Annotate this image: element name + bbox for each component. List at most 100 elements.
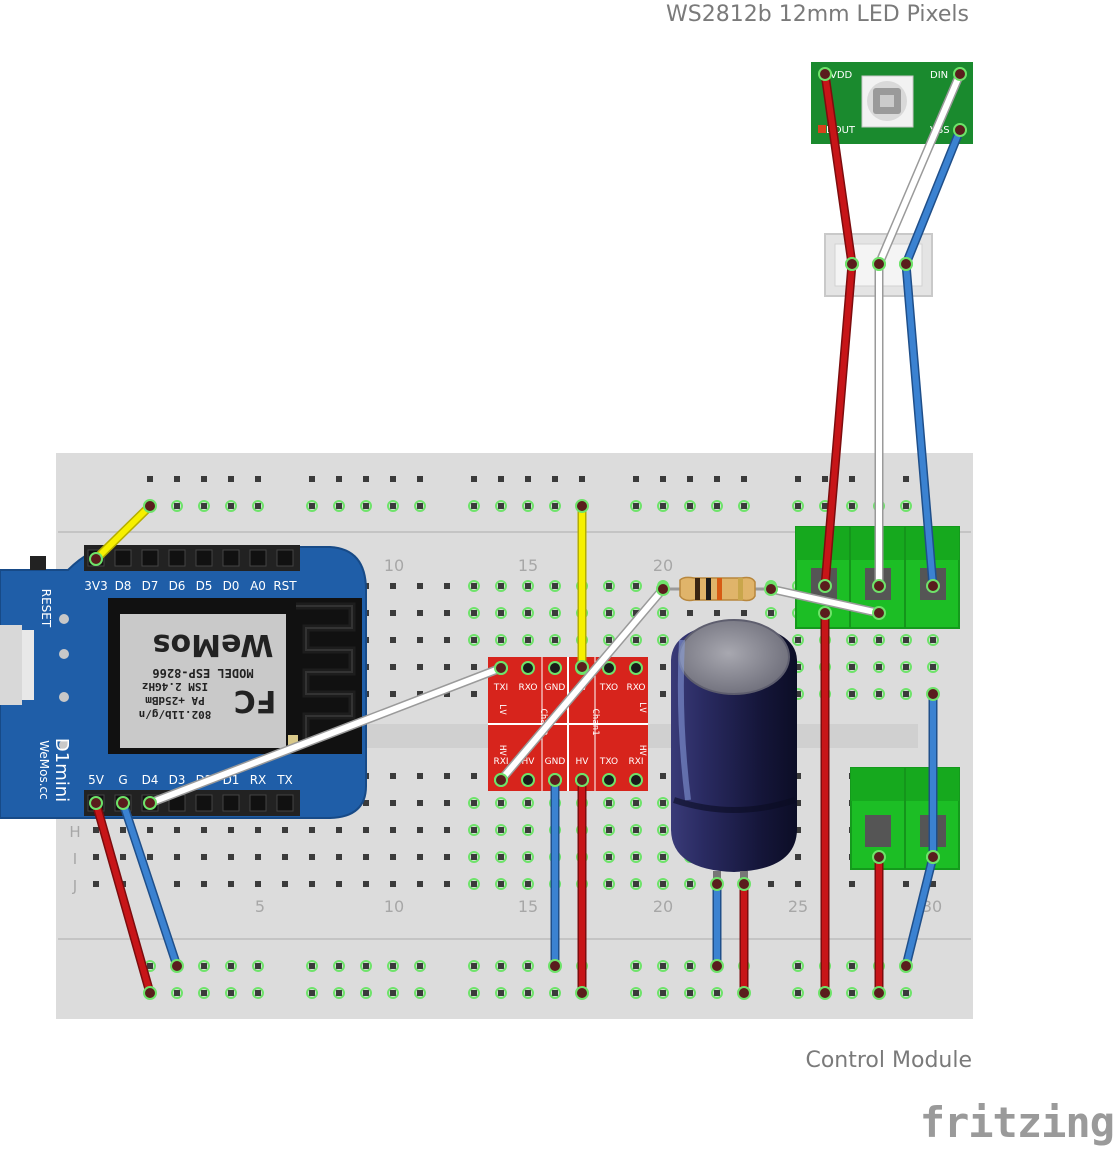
wire-end[interactable]: [818, 606, 832, 620]
wire-psu-gnd-blue[interactable]: [903, 854, 936, 969]
wire-end[interactable]: [575, 499, 589, 513]
ls-pin[interactable]: [521, 773, 535, 787]
wire-end[interactable]: [926, 687, 940, 701]
resistor[interactable]: [663, 576, 772, 602]
wire-end[interactable]: [953, 123, 967, 137]
wire-3v3-yellow[interactable]: [93, 503, 153, 562]
wire-end[interactable]: [548, 959, 562, 973]
active-hole: [738, 500, 750, 512]
wire-end[interactable]: [872, 986, 886, 1000]
col-label: 25: [788, 897, 808, 916]
ws2812b-led-board[interactable]: VDD DIN DOUT VSS: [811, 62, 973, 144]
wire-led-vss-blue[interactable]: [903, 127, 963, 267]
wemos-top-pin[interactable]: [114, 549, 132, 567]
breadboard-hole: [525, 827, 531, 833]
wire-end[interactable]: [953, 67, 967, 81]
ls-chan1: Chan1: [590, 708, 600, 735]
active-hole: [549, 500, 561, 512]
ls-pin[interactable]: [629, 661, 643, 675]
wire-led-din-white[interactable]: [876, 71, 963, 267]
wire-end[interactable]: [737, 986, 751, 1000]
wemos-pin-label: D8: [115, 579, 132, 593]
wire-end[interactable]: [899, 959, 913, 973]
wire-end[interactable]: [575, 773, 589, 787]
wire-end[interactable]: [710, 959, 724, 973]
wemos-top-pin[interactable]: [249, 549, 267, 567]
breadboard-hole: [633, 963, 639, 969]
wire-5v-red[interactable]: [93, 800, 153, 996]
breadboard-hole: [741, 610, 747, 616]
wire-end[interactable]: [926, 850, 940, 864]
wemos-pin-label: D5: [196, 579, 213, 593]
wire-end[interactable]: [170, 959, 184, 973]
wire-led-vss-blue-lower[interactable]: [903, 261, 936, 589]
wemos-top-pin[interactable]: [141, 549, 159, 567]
wemos-top-pin[interactable]: [276, 549, 294, 567]
wire-end[interactable]: [710, 877, 724, 891]
wire-end[interactable]: [143, 796, 157, 810]
breadboard-hole: [336, 854, 342, 860]
wemos-top-pin[interactable]: [168, 549, 186, 567]
ls-pin[interactable]: [548, 661, 562, 675]
breadboard-hole: [282, 881, 288, 887]
breadboard-hole: [525, 583, 531, 589]
ls-pin[interactable]: [602, 773, 616, 787]
breadboard-hole: [444, 691, 450, 697]
active-hole: [603, 797, 615, 809]
wire-end[interactable]: [872, 579, 886, 593]
wire-end[interactable]: [737, 877, 751, 891]
active-hole: [549, 987, 561, 999]
wire-end[interactable]: [899, 257, 913, 271]
wire-end[interactable]: [818, 986, 832, 1000]
wemos-top-pin[interactable]: [222, 549, 240, 567]
wire-led-vdd-red-lower[interactable]: [822, 261, 855, 589]
wire-end[interactable]: [494, 773, 508, 787]
breadboard-hole: [498, 476, 504, 482]
wire-end[interactable]: [575, 660, 589, 674]
wire-end[interactable]: [548, 773, 562, 787]
ls-pin[interactable]: [602, 661, 616, 675]
wemos-top-pin[interactable]: [195, 549, 213, 567]
wire-end[interactable]: [143, 499, 157, 513]
wire-end[interactable]: [116, 796, 130, 810]
screw-terminal-2pin[interactable]: [850, 767, 960, 870]
wire-end[interactable]: [818, 67, 832, 81]
active-hole: [549, 607, 561, 619]
wire-end[interactable]: [872, 606, 886, 620]
wire-end[interactable]: [926, 579, 940, 593]
breadboard-hole: [390, 881, 396, 887]
wemos-bottom-pin[interactable]: [276, 794, 294, 812]
wire-hv-white[interactable]: [498, 586, 666, 783]
wire-end[interactable]: [89, 552, 103, 566]
wemos-pin-label: 5V: [88, 773, 105, 787]
breadboard-hole: [795, 800, 801, 806]
wire-end[interactable]: [818, 579, 832, 593]
wire-end[interactable]: [845, 257, 859, 271]
wire-end[interactable]: [575, 986, 589, 1000]
wemos-d1-mini[interactable]: 3V3D8D7D6D5D0A0RST5VGD4D3D2D1RXTX RESET …: [0, 545, 367, 819]
wire-din-white[interactable]: [768, 586, 882, 616]
wire-end[interactable]: [89, 796, 103, 810]
active-hole: [549, 580, 561, 592]
active-hole: [657, 960, 669, 972]
wire-led-vdd-red[interactable]: [822, 71, 855, 267]
ls-pin[interactable]: [629, 773, 643, 787]
breadboard-hole: [417, 637, 423, 643]
wire-end[interactable]: [872, 850, 886, 864]
wemos-bottom-pin[interactable]: [222, 794, 240, 812]
wire-end[interactable]: [143, 986, 157, 1000]
ls-pin[interactable]: [521, 661, 535, 675]
wire-end[interactable]: [656, 582, 670, 596]
electrolytic-capacitor[interactable]: [671, 619, 797, 885]
wire-d4-white[interactable]: [147, 665, 504, 806]
active-hole: [333, 500, 345, 512]
wire-end[interactable]: [764, 582, 778, 596]
active-hole: [522, 960, 534, 972]
wire-end[interactable]: [494, 661, 508, 675]
active-hole: [603, 607, 615, 619]
breadboard-hole: [498, 610, 504, 616]
wemos-bottom-pin[interactable]: [195, 794, 213, 812]
wire-end[interactable]: [872, 257, 886, 271]
wire-gnd-blue[interactable]: [120, 800, 180, 969]
wemos-bottom-pin[interactable]: [249, 794, 267, 812]
